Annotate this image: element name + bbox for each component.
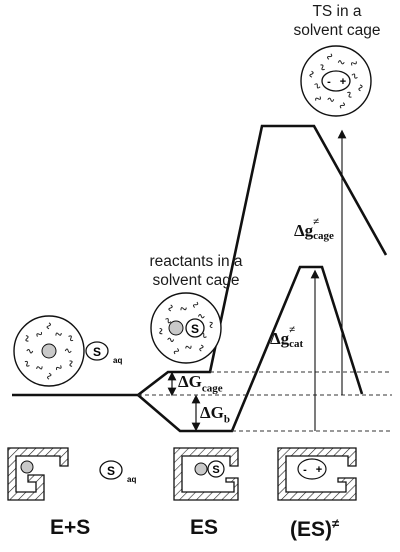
solvent-molecule [64, 348, 72, 353]
solvent-molecule [320, 64, 325, 71]
solvent-molecule [36, 331, 43, 337]
ts-caption: TS in a solvent cage [293, 3, 381, 39]
solvent-molecule [55, 365, 62, 371]
solvent-molecule [165, 318, 172, 324]
solvent-molecule [197, 313, 205, 319]
solvent-molecule [309, 70, 314, 78]
reactants-caption: reactants in a solvent cage [149, 253, 243, 289]
substrate-label: S [93, 345, 101, 359]
solvent-cage-es-plus [13, 315, 85, 387]
solvent-molecule [68, 335, 74, 342]
substrate-aq-bottom: S aq [99, 460, 136, 484]
solvent-molecule [159, 327, 163, 335]
svg-text:+: + [316, 464, 322, 476]
state-label-es: ES [190, 516, 219, 539]
solvent-cage-ts: - + [300, 45, 372, 117]
svg-text:-: - [303, 464, 307, 476]
energy-profile [12, 124, 388, 433]
svg-text:S: S [212, 464, 219, 476]
solvent-molecule [47, 372, 52, 380]
dg-cage-label: Δg≠cage [294, 216, 334, 242]
svg-text:aq: aq [113, 356, 122, 365]
enzyme-free [7, 447, 69, 501]
svg-text:+: + [340, 76, 346, 88]
solvent-molecule [185, 345, 192, 349]
solvent-molecules [24, 53, 363, 380]
svg-text:S: S [107, 464, 115, 478]
delta-g-cage-label: ΔGcage [178, 372, 223, 395]
solvent-molecule [46, 322, 51, 330]
solvent-molecule [167, 337, 175, 343]
solvent-molecule [173, 348, 180, 355]
solvent-molecule [327, 97, 335, 102]
state-label-e-plus-s: E+S [50, 516, 91, 539]
solvent-molecule [351, 61, 357, 66]
solvent-cage-reactants: S [150, 292, 222, 364]
profile-uncatalyzed-path [12, 124, 388, 397]
energy-arrows [167, 129, 347, 432]
delta-g-b-label: ΔGb [200, 403, 231, 426]
solvent-molecule [209, 321, 213, 329]
solvent-molecule [36, 366, 43, 370]
solvent-molecule [315, 96, 321, 101]
enzyme-bound: S [173, 447, 239, 501]
svg-text:aq: aq [127, 475, 136, 484]
solvent-molecule [347, 91, 352, 98]
solvent-molecule [55, 332, 62, 336]
solvent-molecule [24, 360, 30, 367]
svg-text:-: - [327, 76, 331, 88]
enzyme-transition: - + [277, 447, 357, 501]
solvent-molecule [25, 335, 29, 342]
solvent-molecule [200, 332, 207, 338]
substrate-aq-top: S aq [85, 341, 122, 365]
profile-catalyzed-path [137, 265, 364, 433]
solvent-molecule [26, 349, 34, 354]
solvent-molecule [192, 301, 199, 308]
solvent-molecule [351, 73, 358, 79]
dg-cat-label: Δg≠cat [270, 324, 304, 350]
solvent-molecule [69, 360, 73, 367]
solvent-molecule [314, 83, 321, 89]
state-label-ts: (ES)≠ [290, 516, 340, 541]
solvent-molecule [326, 53, 333, 60]
solvent-molecule [337, 60, 345, 65]
svg-text:S: S [191, 322, 199, 336]
solvent-molecule [339, 102, 346, 109]
solvent-molecule [180, 307, 187, 311]
solvent-molecule [168, 304, 173, 312]
solvent-molecule [199, 344, 204, 352]
reference-lines [138, 371, 392, 432]
solvent-molecule [358, 84, 363, 92]
